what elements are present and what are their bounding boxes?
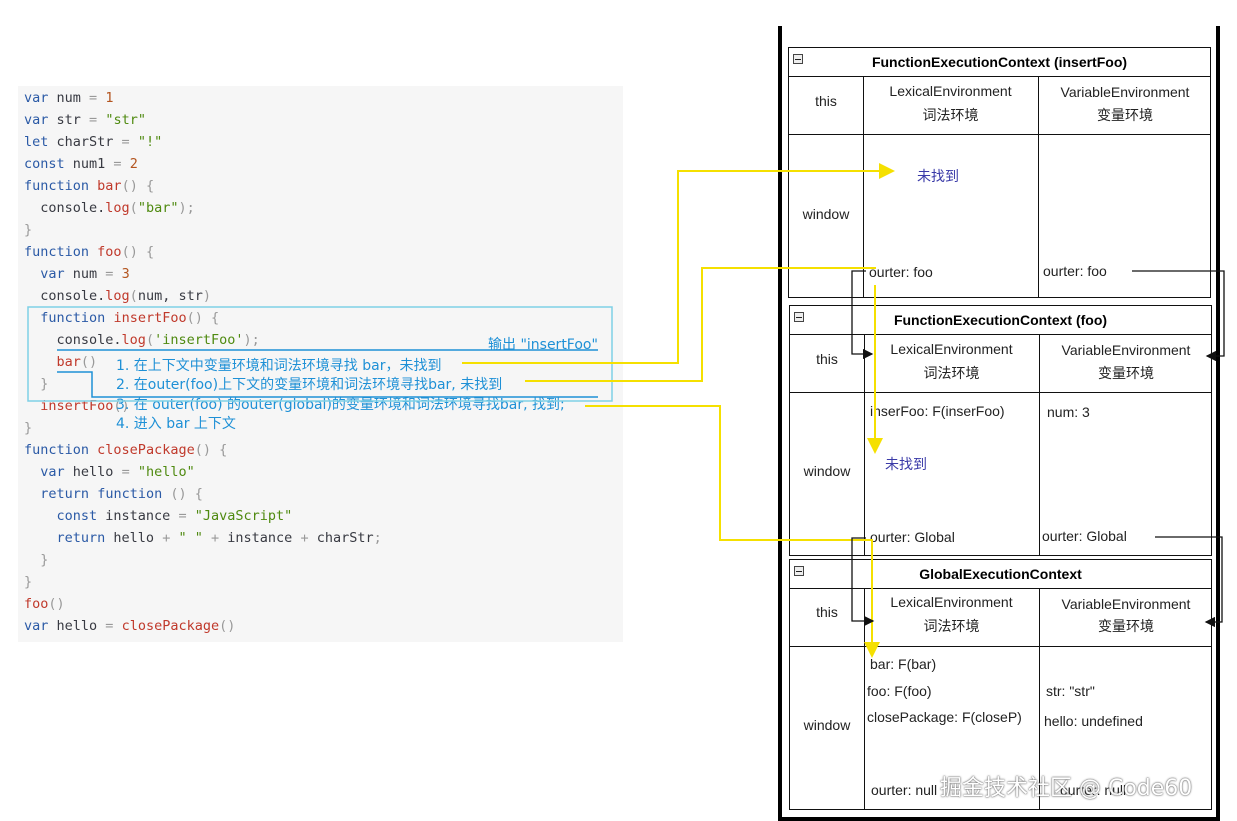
collapse-icon[interactable] bbox=[794, 566, 804, 576]
foo-context: FunctionExecutionContext (foo) this Lexi… bbox=[789, 305, 1212, 556]
variable-env-cn: 变量环境 bbox=[1097, 107, 1153, 123]
step3-annotation: 3. 在 outer(foo) 的outer(global)的变量环境和词法环境… bbox=[116, 397, 565, 413]
variable-outer: ourter: Global bbox=[1042, 528, 1127, 544]
lexical-env-label: LexicalEnvironment bbox=[890, 341, 1013, 357]
variable-env-cn: 变量环境 bbox=[1098, 618, 1154, 634]
code-line: } bbox=[40, 552, 49, 568]
lexical-env-label: LexicalEnvironment bbox=[889, 83, 1012, 99]
window-label: window bbox=[803, 717, 851, 733]
this-label: this bbox=[815, 93, 837, 109]
code-line: var hello = closePackage() bbox=[24, 618, 236, 634]
lexical-outer: ourter: foo bbox=[869, 264, 933, 280]
code-line: const instance = "JavaScript" bbox=[56, 508, 293, 524]
row-divider bbox=[789, 134, 1210, 135]
variable-env-label: VariableEnvironment bbox=[1061, 596, 1191, 612]
code-line: return hello + " " + instance + charStr; bbox=[56, 530, 382, 546]
not-found-label: 未找到 bbox=[885, 456, 927, 472]
code-line: var str = "str" bbox=[24, 112, 146, 128]
lexical-entry-closepackage: closePackage: F(closeP) bbox=[867, 709, 1022, 725]
step4-annotation: 4. 进入 bar 上下文 bbox=[116, 416, 236, 432]
not-found-label: 未找到 bbox=[917, 168, 959, 184]
lexical-outer: ourter: Global bbox=[870, 529, 955, 545]
row-divider bbox=[790, 392, 1211, 393]
code-line: console.log(num, str) bbox=[24, 288, 211, 304]
lexical-outer: ourter: null bbox=[871, 782, 938, 798]
code-line: function foo() { bbox=[24, 244, 155, 260]
code-line: foo() bbox=[24, 596, 65, 612]
code-line: function bar() { bbox=[24, 178, 155, 194]
code-line: return function () { bbox=[40, 486, 203, 502]
variable-outer: ourter: null bbox=[1060, 782, 1127, 798]
code-line: var hello = "hello" bbox=[40, 464, 195, 480]
code-line: insertFoo() bbox=[40, 398, 130, 414]
lexical-entry-foo: foo: F(foo) bbox=[867, 683, 932, 699]
code-line: function closePackage() { bbox=[24, 442, 228, 458]
code-line: console.log("bar"); bbox=[24, 200, 195, 216]
context-title: GlobalExecutionContext bbox=[790, 560, 1211, 589]
output-annotation: 输出 "insertFoo" bbox=[488, 337, 598, 353]
code-line: } bbox=[24, 222, 33, 238]
window-label: window bbox=[803, 463, 851, 479]
context-title: FunctionExecutionContext (foo) bbox=[790, 306, 1211, 335]
lexical-entry-bar: bar: F(bar) bbox=[870, 656, 937, 672]
collapse-icon[interactable] bbox=[793, 54, 803, 64]
code-line: bar() bbox=[56, 354, 98, 370]
column-divider bbox=[1039, 334, 1040, 555]
variable-env-cn: 变量环境 bbox=[1098, 365, 1154, 381]
lexical-env-label: LexicalEnvironment bbox=[890, 594, 1013, 610]
code-line: } bbox=[40, 376, 49, 392]
code-line: function insertFoo() { bbox=[40, 310, 220, 326]
this-label: this bbox=[816, 351, 838, 367]
variable-env-label: VariableEnvironment bbox=[1060, 84, 1190, 100]
step1-annotation: 1. 在上下文中变量环境和词法环境寻找 bar，未找到 bbox=[116, 358, 442, 374]
watermark: 掘金技术社区 @ Code60 bbox=[940, 776, 1193, 801]
code-line: } bbox=[24, 420, 33, 436]
context-title: FunctionExecutionContext (insertFoo) bbox=[789, 48, 1210, 77]
variable-entry: num: 3 bbox=[1047, 404, 1090, 420]
step2-annotation: 2. 在outer(foo)上下文的变量环境和词法环境寻找bar, 未找到 bbox=[116, 377, 503, 393]
column-divider bbox=[1038, 76, 1039, 297]
variable-outer: ourter: foo bbox=[1043, 263, 1107, 279]
code-line: var num = 1 bbox=[24, 90, 114, 106]
lexical-env-cn: 词法环境 bbox=[923, 618, 980, 634]
code-line: console.log('insertFoo'); bbox=[24, 332, 260, 348]
column-divider bbox=[864, 588, 865, 809]
code-line: var num = 3 bbox=[40, 266, 130, 282]
lexical-env-cn: 词法环境 bbox=[922, 107, 979, 123]
row-divider bbox=[790, 646, 1211, 647]
column-divider bbox=[1039, 588, 1040, 809]
variable-entry-str: str: "str" bbox=[1046, 683, 1095, 699]
variable-entry-hello: hello: undefined bbox=[1044, 713, 1143, 729]
code-line: let charStr = "!" bbox=[24, 134, 163, 150]
collapse-icon[interactable] bbox=[794, 312, 804, 322]
code-line: const num1 = 2 bbox=[24, 156, 138, 172]
lexical-entry: inserFoo: F(inserFoo) bbox=[870, 403, 1005, 419]
insertfoo-context: FunctionExecutionContext (insertFoo) thi… bbox=[788, 47, 1211, 298]
window-label: window bbox=[802, 206, 850, 222]
lexical-env-cn: 词法环境 bbox=[923, 365, 980, 381]
variable-env-label: VariableEnvironment bbox=[1061, 342, 1191, 358]
code-line: } bbox=[24, 574, 33, 590]
this-label: this bbox=[816, 604, 838, 620]
